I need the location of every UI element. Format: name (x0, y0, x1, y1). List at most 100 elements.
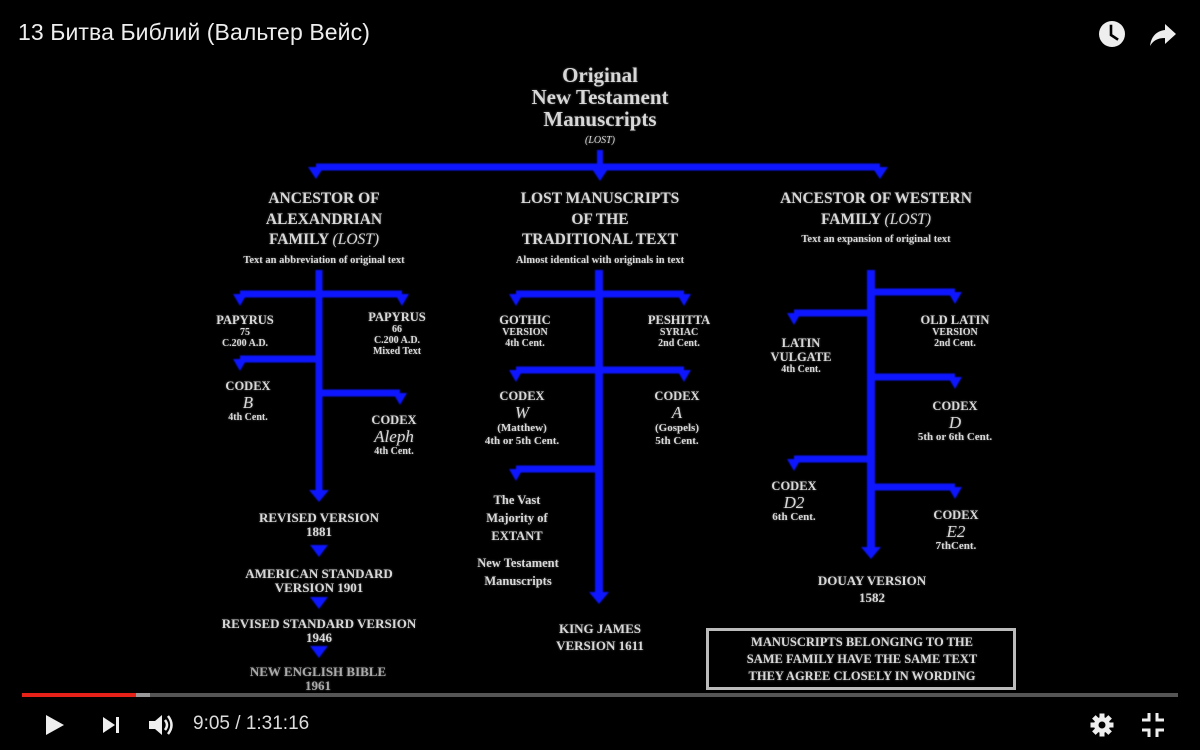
node-codex-d: CODEX D 5th or 6th Cent. (918, 399, 992, 443)
node-line: EXTANT (491, 529, 543, 543)
node-codex-b: CODEX B 4th Cent. (225, 379, 270, 423)
version-revised-standard: REVISED STANDARD VERSION 1946 (222, 617, 417, 645)
node-title: CODEX (654, 389, 700, 403)
node-papyrus-66: PAPYRUS 66 C.200 A.D. Mixed Text (368, 310, 425, 357)
version-king-james-1611: KING JAMES VERSION 1611 (556, 620, 644, 654)
node-number: 75 (240, 327, 250, 338)
arrow-to-western (872, 167, 888, 179)
node-title: PESHITTA (647, 313, 711, 327)
node-title: CODEX (933, 508, 979, 522)
node-codex-d2: CODEX D2 6th Cent. (771, 479, 816, 523)
node-latin-vulgate: LATIN VULGATE 4th Cent. (771, 336, 832, 375)
node-title: GOTHIC (499, 313, 551, 327)
arrow-douay (861, 547, 881, 559)
arrow-codex-w (509, 370, 523, 382)
arrow-to-revised-version (309, 490, 329, 502)
time-display: 9:05 / 1:31:16 (193, 713, 309, 735)
node-title: CODEX (771, 479, 817, 493)
western-subtitle: Text an expansion of original text (801, 234, 951, 245)
progress-bar[interactable] (22, 693, 1178, 697)
node-line: Majority of (486, 511, 548, 525)
node-date: 7thCent. (935, 540, 977, 552)
arrow-extant (509, 469, 523, 481)
root-lost-label: (LOST) (584, 135, 616, 146)
heading-line: ALEXANDRIAN (265, 210, 383, 228)
arrow-to-traditional (592, 169, 608, 181)
progress-played (22, 693, 137, 697)
heading-line: ANCESTOR OF (268, 190, 380, 207)
share-icon[interactable] (1147, 18, 1179, 50)
node-letter: D (948, 413, 962, 432)
version-name: REVISED STANDARD VERSION (221, 616, 417, 631)
volume-button[interactable] (146, 708, 178, 742)
arrow-king-james (589, 592, 609, 604)
next-button[interactable] (97, 708, 127, 742)
arrow-gothic (509, 294, 523, 306)
node-subtitle: VERSION (502, 327, 548, 338)
node-date: 2nd Cent. (658, 338, 700, 349)
next-icon (103, 717, 119, 733)
watch-later-icon[interactable] (1096, 18, 1128, 50)
node-letter: W (514, 403, 530, 422)
version-year: 1582 (859, 590, 885, 605)
node-title: CODEX (371, 413, 417, 427)
exit-fullscreen-icon (1142, 713, 1164, 737)
note-line: SAME FAMILY HAVE THE SAME TEXT (746, 652, 978, 666)
traditional-heading: LOST MANUSCRIPTS OF THE TRADITIONAL TEXT… (516, 189, 684, 271)
node-title: OLD LATIN (920, 313, 990, 327)
family-note-text: MANUSCRIPTS BELONGING TO THE SAME FAMILY… (747, 634, 978, 685)
lost-label: (LOST) (884, 210, 932, 228)
settings-button[interactable] (1087, 708, 1117, 742)
node-line: New Testament (477, 556, 559, 570)
western-heading: ANCESTOR OF WESTERN FAMILY (LOST) Text a… (780, 189, 972, 251)
node-note: (Gospels) (655, 422, 699, 434)
node-title: PAPYRUS (368, 310, 426, 324)
duration: 1:31:16 (245, 713, 310, 734)
time-separator: / (229, 713, 246, 734)
volume-icon (149, 715, 173, 735)
arrow-american-standard (310, 545, 328, 557)
node-codex-e2: CODEX E2 7thCent. (933, 508, 978, 552)
node-date: C.200 A.D. (221, 338, 269, 349)
arrow-codex-aleph (393, 393, 407, 405)
node-subtitle: SYRIAC (659, 327, 699, 338)
node-line: The Vast (493, 493, 541, 507)
arrow-papyrus-75 (233, 294, 247, 306)
node-date: 2nd Cent. (934, 338, 976, 349)
root-line-3: Manuscripts (543, 107, 657, 131)
alexandrian-heading: ANCESTOR OF ALEXANDRIAN FAMILY (LOST) Te… (243, 189, 404, 271)
play-button[interactable] (40, 708, 70, 742)
heading-line: FAMILY (268, 231, 329, 248)
root-line-2: New Testament (531, 85, 669, 109)
heading-line: FAMILY (820, 210, 881, 228)
traditional-subtitle: Almost identical with originals in text (515, 254, 685, 266)
arrow-revised-standard (310, 597, 328, 609)
version-revised-1881: REVISED VERSION 1881 (259, 511, 379, 539)
arrow-codex-a (677, 370, 691, 382)
node-date: 4th Cent. (781, 364, 821, 375)
node-date: 5th Cent. (655, 435, 699, 447)
node-note: (Matthew) (497, 422, 547, 434)
arrow-vulgate (787, 313, 801, 325)
arrow-new-english-bible (310, 646, 328, 658)
video-title[interactable]: 13 Битва Библий (Вальтер Вейс) (18, 19, 370, 45)
exit-fullscreen-button[interactable] (1138, 708, 1168, 742)
version-new-english-bible: NEW ENGLISH BIBLE 1961 (250, 665, 386, 693)
play-icon (46, 715, 64, 735)
arrow-peshitta (677, 294, 691, 306)
arrow-codex-d (948, 377, 962, 389)
version-year: VERSION 1901 (274, 580, 364, 595)
node-letter: D2 (783, 493, 805, 512)
node-codex-aleph: CODEX Aleph 4th Cent. (371, 413, 416, 457)
node-letter: A (671, 403, 683, 422)
version-name: KING JAMES (559, 621, 641, 636)
heading-line: OF THE (571, 210, 629, 228)
arrow-old-latin (948, 292, 962, 304)
arrow-to-alexandrian (308, 167, 324, 179)
alexandrian-subtitle: Text an abbreviation of original text (243, 254, 405, 266)
node-title: LATIN (781, 336, 821, 350)
root-line-1: Original (562, 63, 638, 87)
settings-icon (1090, 713, 1114, 737)
